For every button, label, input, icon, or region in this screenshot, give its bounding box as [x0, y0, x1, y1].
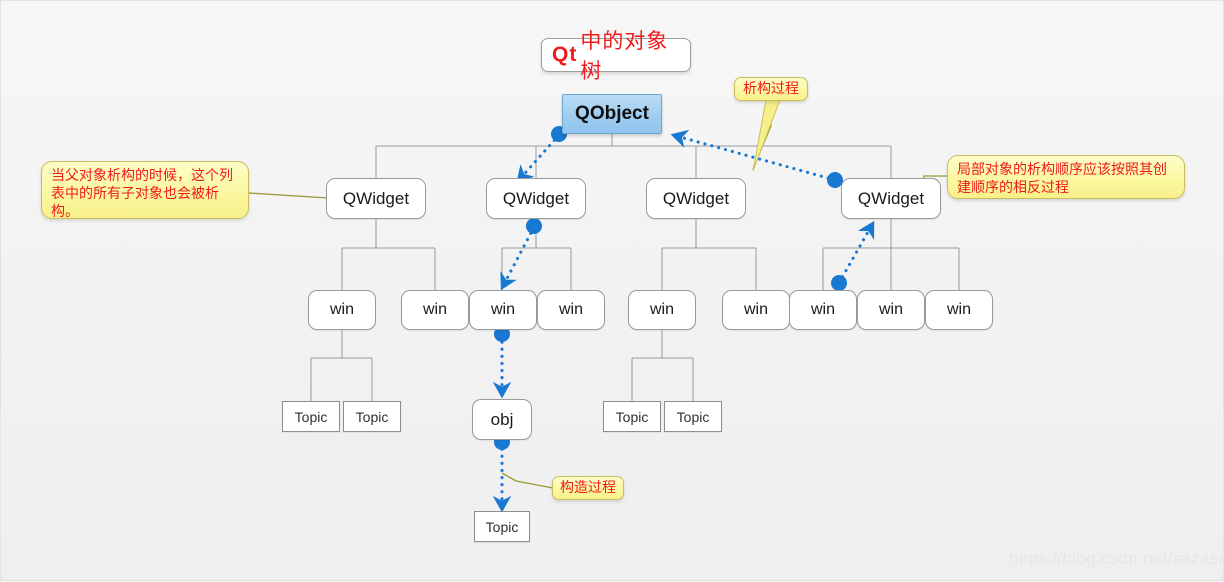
node-obj[interactable]: obj — [472, 399, 532, 440]
node-topic-4[interactable]: Topic — [664, 401, 722, 432]
node-topic-1[interactable]: Topic — [282, 401, 340, 432]
page-title: Qt 中的对象树 — [541, 30, 691, 83]
callout-destruction: 析构过程 — [734, 77, 808, 101]
node-win-9[interactable]: win — [925, 290, 993, 330]
node-topic-2[interactable]: Topic — [343, 401, 401, 432]
node-topic-3[interactable]: Topic — [603, 401, 661, 432]
node-qobject[interactable]: QObject — [562, 94, 662, 134]
node-win-6[interactable]: win — [722, 290, 790, 330]
node-qwidget-1[interactable]: QWidget — [326, 178, 426, 219]
node-qwidget-3[interactable]: QWidget — [646, 178, 746, 219]
node-win-8[interactable]: win — [857, 290, 925, 330]
node-qwidget-2[interactable]: QWidget — [486, 178, 586, 219]
callout-construction: 构造过程 — [552, 476, 624, 500]
node-topic-5[interactable]: Topic — [474, 511, 530, 542]
watermark: https://blog.csdn.net/sazass — [1009, 549, 1224, 568]
node-qwidget-4[interactable]: QWidget — [841, 178, 941, 219]
node-win-4[interactable]: win — [537, 290, 605, 330]
node-win-7[interactable]: win — [789, 290, 857, 330]
flow-arrow-origin-dots — [494, 126, 847, 450]
title-prefix: Qt — [552, 43, 578, 66]
callout-right: 局部对象的析构顺序应该按照其创建顺序的相反过程 — [947, 155, 1185, 199]
tree-connectors — [310, 133, 960, 401]
node-win-1[interactable]: win — [308, 290, 376, 330]
callout-left: 当父对象析构的时候，这个列表中的所有子对象也会被析构。 — [41, 161, 249, 219]
node-win-5[interactable]: win — [628, 290, 696, 330]
title-text: 中的对象树 — [580, 30, 669, 83]
node-win-3[interactable]: win — [469, 290, 537, 330]
node-win-2[interactable]: win — [401, 290, 469, 330]
flow-arrows — [492, 129, 875, 513]
